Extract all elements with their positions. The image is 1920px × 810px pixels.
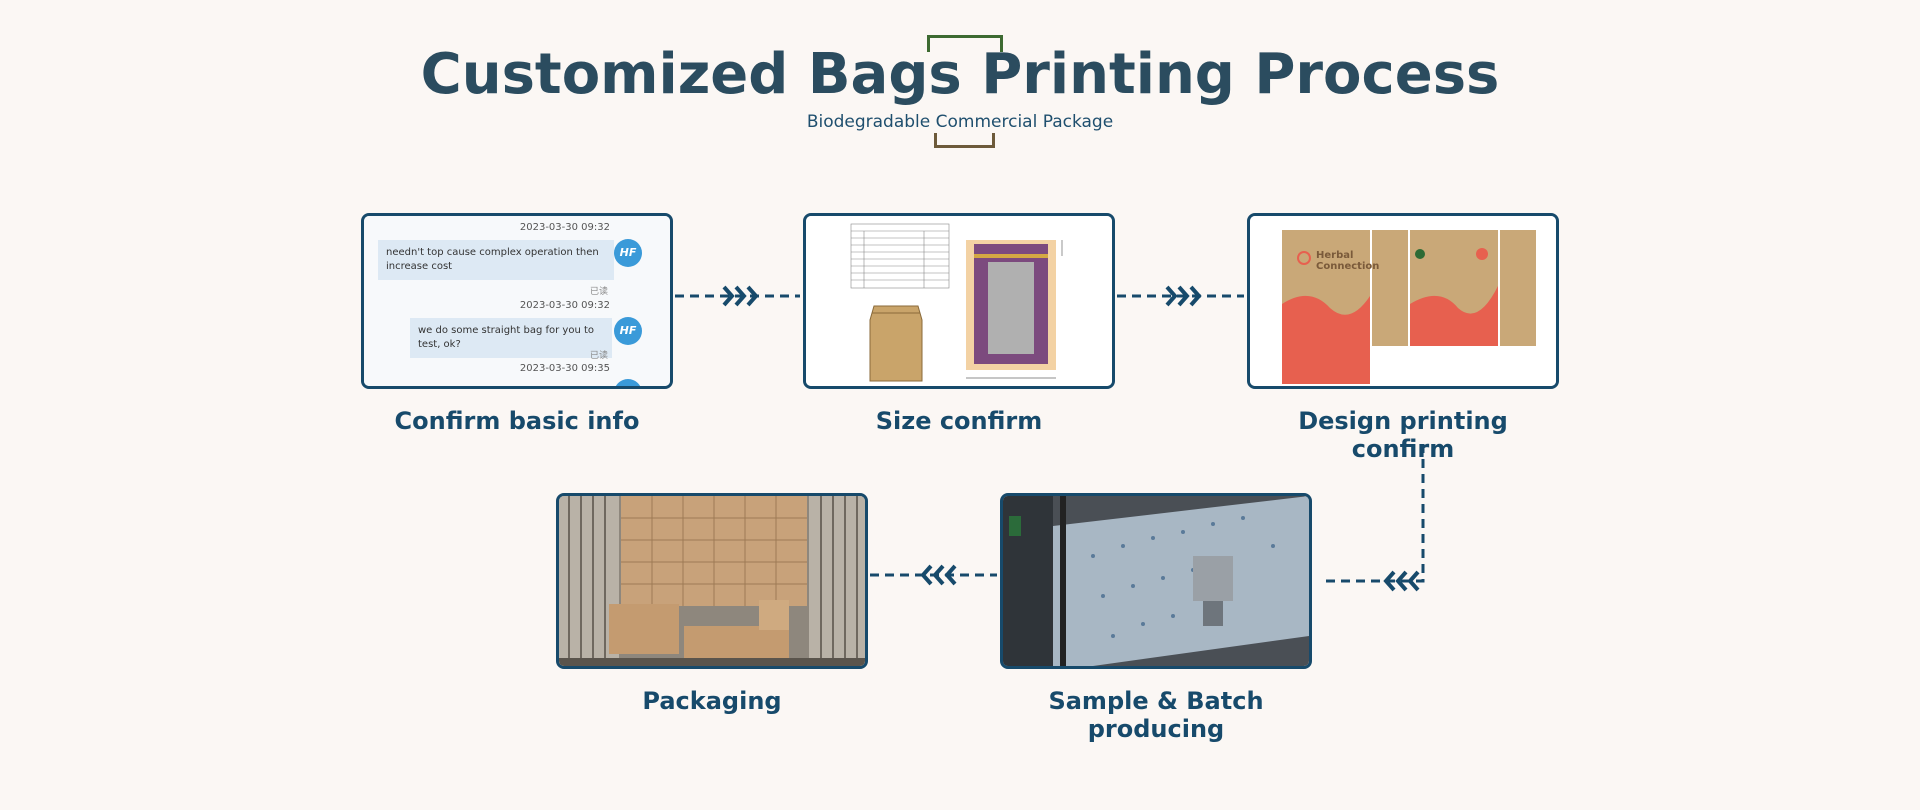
connector-3-4	[1322, 444, 1425, 583]
chat-timestamp: 2023-03-30 09:32	[519, 300, 610, 311]
arrow-chevrons-left-icon	[1383, 570, 1420, 592]
step-size-confirm: Size confirm	[803, 213, 1115, 435]
brand-text: Herbal Connection	[1316, 250, 1380, 272]
step-packaging: Packaging	[556, 493, 868, 715]
arrow-chevrons-right-icon	[722, 285, 759, 307]
page-subtitle: Biodegradable Commercial Package	[806, 112, 1114, 132]
step-label: Packaging	[642, 687, 782, 715]
chat-timestamp: 2023-03-30 09:35	[519, 363, 610, 374]
page-title: Customized Bags Printing Process	[420, 42, 1500, 107]
arrow-chevrons-left-icon	[920, 564, 957, 586]
avatar: HF	[614, 239, 642, 267]
step-label: Design printing confirm	[1298, 407, 1508, 463]
arrow-chevrons-right-icon	[1165, 285, 1202, 307]
chat-bubble: needn't top cause complex operation then…	[378, 240, 614, 280]
step-label: Size confirm	[875, 407, 1043, 435]
avatar: HF	[614, 317, 642, 345]
bracket-top	[927, 35, 1003, 52]
step-label: Confirm basic info	[394, 407, 640, 435]
production-photo	[1000, 493, 1312, 669]
avatar: HF	[614, 379, 642, 386]
chat-screenshot: 2023-03-30 09:32 needn't top cause compl…	[361, 213, 673, 389]
step-sample-batch-producing: Sample & Batch producing	[1000, 493, 1312, 743]
chat-bubble: we do some straight bag for you to test,…	[410, 318, 612, 358]
chat-timestamp: 2023-03-30 09:32	[519, 222, 610, 233]
step-label: Sample & Batch producing	[1048, 687, 1264, 743]
step-design-printing-confirm: Herbal Connection Design printing confir…	[1247, 213, 1559, 463]
packaging-photo	[556, 493, 868, 669]
size-diagram	[803, 213, 1115, 389]
bracket-bottom	[934, 133, 995, 148]
step-confirm-basic-info: 2023-03-30 09:32 needn't top cause compl…	[361, 213, 673, 435]
design-artwork: Herbal Connection	[1247, 213, 1559, 389]
read-mark: 已读	[589, 351, 608, 361]
read-mark: 已读	[589, 287, 608, 297]
